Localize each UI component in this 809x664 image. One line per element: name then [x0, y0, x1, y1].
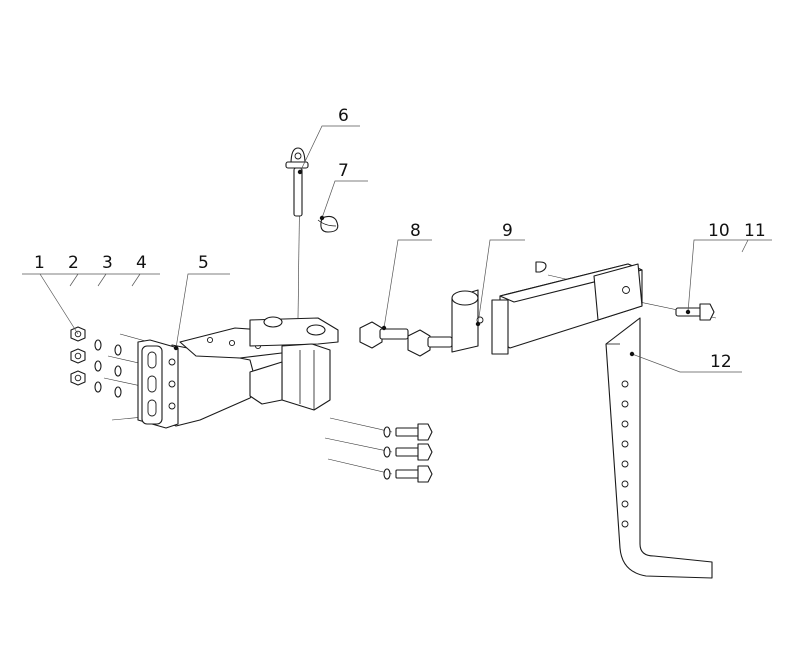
leader-lines: [22, 125, 772, 373]
callout-12: 12: [710, 352, 732, 372]
hex-nut: [70, 370, 86, 386]
housing-bolt-head: [263, 316, 283, 328]
slide-arm: [451, 261, 643, 355]
callout-8: 8: [410, 221, 421, 241]
plate-slot: [147, 351, 157, 369]
callout-6: 6: [338, 106, 349, 126]
callout-5: 5: [198, 253, 209, 273]
bolt: [383, 465, 433, 483]
bolt: [383, 443, 433, 461]
washer: [94, 360, 102, 372]
spring-washer: [114, 386, 122, 398]
plate-slot: [147, 375, 157, 393]
callout-labels: 1 2 3 4 5 6 7 8 9 10 11 12: [34, 106, 766, 372]
spring-washer: [114, 344, 122, 356]
housing-bolt-head: [306, 324, 326, 336]
callout-11: 11: [744, 221, 766, 241]
bolt-set: [383, 423, 433, 483]
spring-washer: [114, 365, 122, 377]
callout-10: 10: [708, 221, 730, 241]
plate-slot: [147, 399, 157, 417]
callout-9: 9: [502, 221, 513, 241]
washer: [94, 339, 102, 351]
callout-3: 3: [102, 253, 113, 273]
callout-2: 2: [68, 253, 79, 273]
bolt: [383, 423, 433, 441]
nuts-and-washers-group: [70, 326, 122, 398]
arm-bolt: [675, 303, 715, 321]
callout-4: 4: [136, 253, 147, 273]
shank-tine: [605, 317, 713, 579]
mounting-bracket: [137, 316, 339, 429]
washer: [94, 381, 102, 393]
hex-nut: [70, 348, 86, 364]
set-screws: [359, 321, 453, 357]
callout-7: 7: [338, 161, 349, 181]
callout-1: 1: [34, 253, 45, 273]
r-clip: [317, 215, 339, 233]
hitch-pin: [285, 147, 309, 217]
